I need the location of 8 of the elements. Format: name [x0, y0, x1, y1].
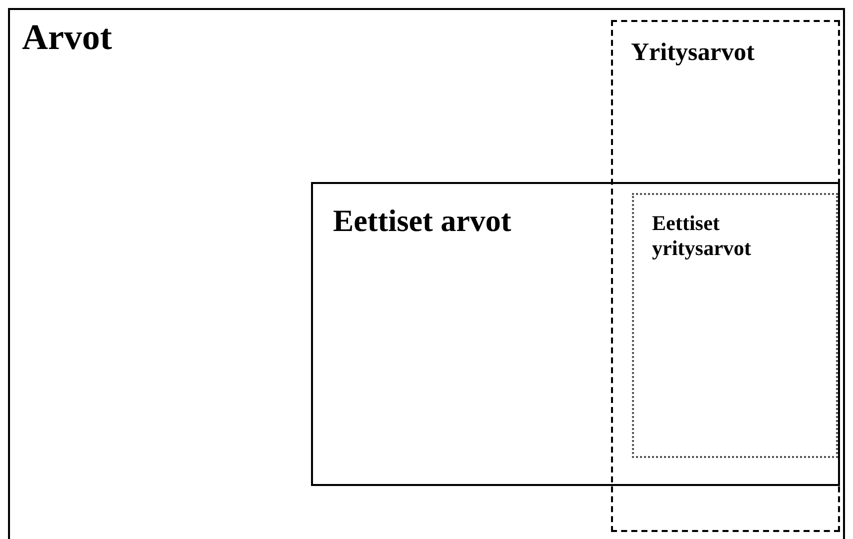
dashed-box	[611, 20, 840, 532]
outer-box	[8, 8, 845, 539]
set-label: Yritysarvot	[631, 38, 755, 68]
dotted-box	[632, 193, 838, 458]
set-label: Eettiset arvot	[333, 202, 512, 240]
inner-box	[311, 182, 840, 486]
set-label: Arvot	[22, 16, 112, 59]
set-label: Eettiset yritysarvot	[652, 211, 752, 262]
